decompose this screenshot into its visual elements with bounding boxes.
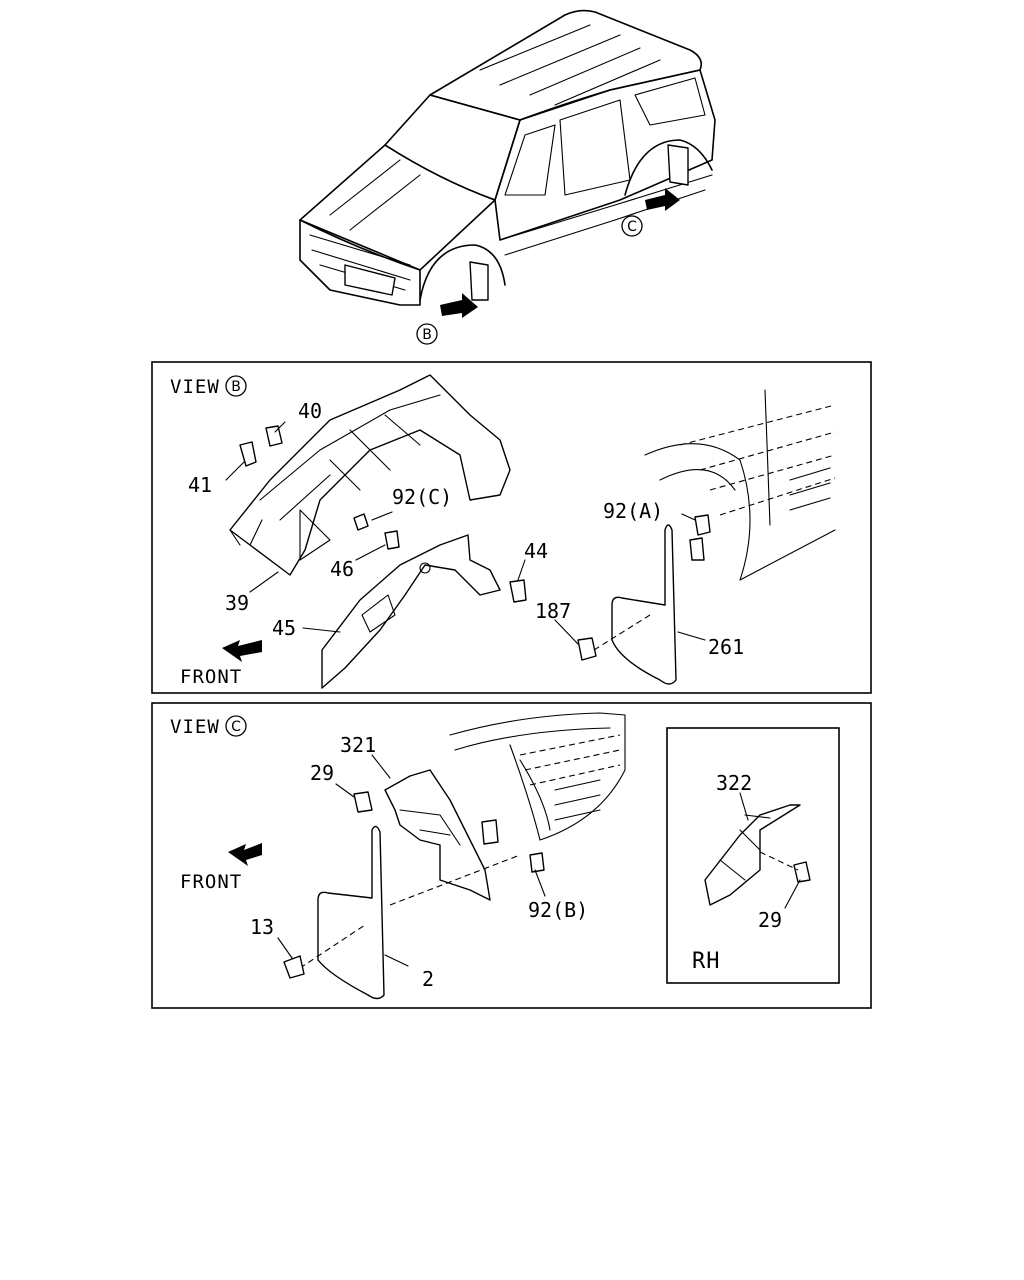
view-c-title: VIEW	[170, 716, 220, 738]
view-c-panel: VIEW C FRONT 321 29 13 2 92(B)	[151, 702, 872, 1009]
callout-92b: 92(B)	[528, 898, 588, 922]
callout-13: 13	[250, 915, 274, 939]
view-b-title: VIEW	[170, 376, 220, 398]
view-b-marker: B	[231, 379, 241, 395]
view-b-panel: VIEW B FRONT 40 41	[151, 361, 872, 694]
callout-44: 44	[524, 539, 548, 563]
callout-92c: 92(C)	[392, 485, 452, 509]
inset-callout-322: 322	[716, 771, 752, 795]
rh-inset: 322 29 RH	[666, 727, 840, 984]
callout-261: 261	[708, 635, 744, 659]
callout-46: 46	[330, 557, 354, 581]
inset-callout-29: 29	[758, 908, 782, 932]
overview-marker-c: C	[627, 219, 637, 235]
callout-45: 45	[272, 616, 296, 640]
view-b-front-label: FRONT	[180, 666, 242, 688]
vehicle-overview: B C	[299, 9, 716, 345]
view-c-front-label: FRONT	[180, 871, 242, 893]
callout-2: 2	[422, 967, 434, 991]
inset-rh-label: RH	[692, 949, 721, 974]
callout-321: 321	[340, 733, 376, 757]
callout-187: 187	[535, 599, 571, 623]
callout-29: 29	[310, 761, 334, 785]
overview-marker-b: B	[422, 327, 432, 343]
callout-40: 40	[298, 399, 322, 423]
view-c-marker: C	[231, 719, 241, 735]
callout-39: 39	[225, 591, 249, 615]
callout-41: 41	[188, 473, 212, 497]
callout-92a: 92(A)	[603, 499, 663, 523]
